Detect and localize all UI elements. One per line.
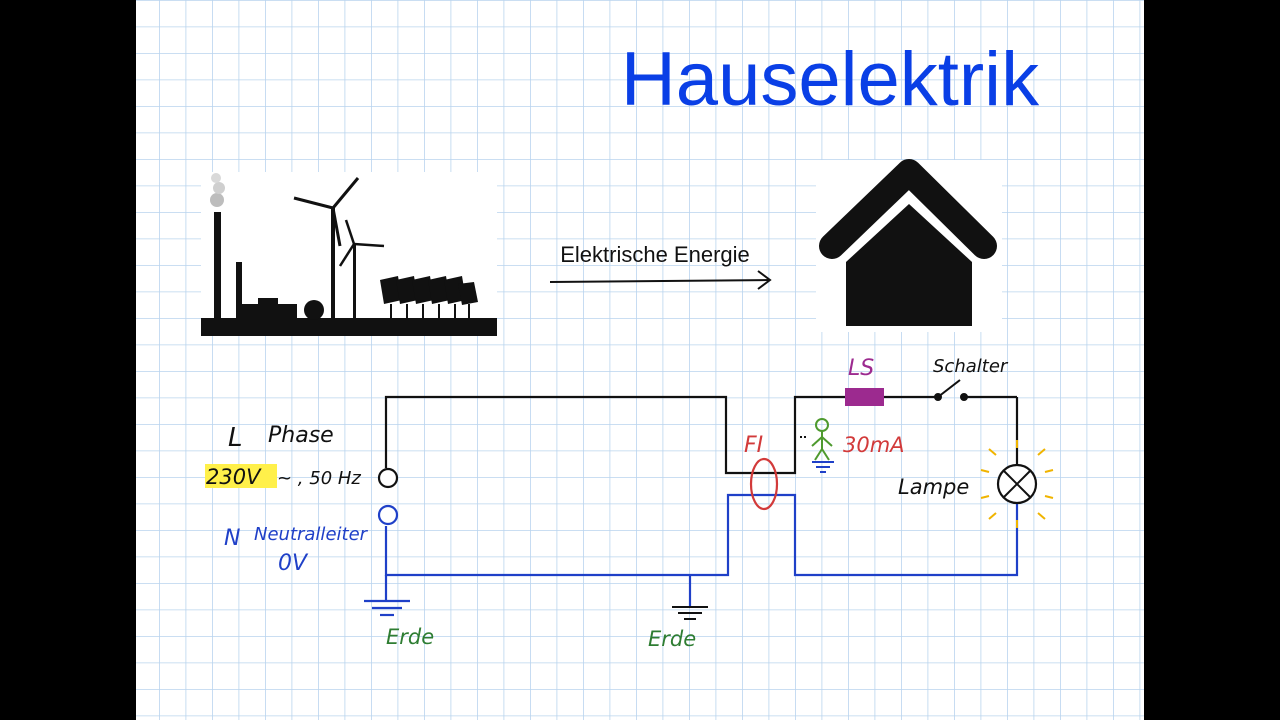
person-icon (800, 418, 834, 473)
phase-voltage: 230V (206, 465, 262, 489)
ground-icon (364, 599, 410, 617)
house-icon (816, 159, 1002, 332)
energy-label: Elektrische Energie (560, 242, 750, 267)
breaker-label: LS (848, 356, 874, 381)
phase-wire (384, 395, 1019, 475)
ground-icon (672, 606, 708, 620)
voltage-highlight (205, 464, 277, 488)
ground-label-mid: Erde (648, 627, 696, 651)
switch-label: Schalter (933, 356, 1009, 377)
phase-label: Phase (268, 423, 334, 448)
rcd-current: 30mA (843, 433, 905, 457)
neutral-letter: N (224, 526, 240, 551)
breaker-symbol (845, 388, 884, 406)
neutral-terminal (377, 504, 399, 526)
neutral-label: Neutralleiter (254, 524, 369, 545)
phase-terminal (377, 467, 399, 489)
solar-panel-icon (380, 276, 478, 318)
neutral-voltage: 0V (278, 551, 309, 576)
power-plant-icon (201, 172, 497, 336)
energy-arrow (549, 270, 772, 290)
wind-turbine-icon (293, 177, 385, 320)
lamp-label: Lampe (898, 475, 969, 499)
rcd-label: FI (744, 433, 763, 458)
lamp-icon (980, 440, 1054, 528)
rcd-ring (749, 457, 779, 511)
phase-frequency: ~ , 50 Hz (277, 468, 361, 489)
ground-label-left: Erde (386, 625, 434, 649)
page-title: Hauselektrik (621, 37, 1040, 122)
phase-letter: L (228, 423, 243, 453)
neutral-wire (384, 493, 1019, 606)
switch-symbol (934, 379, 968, 401)
